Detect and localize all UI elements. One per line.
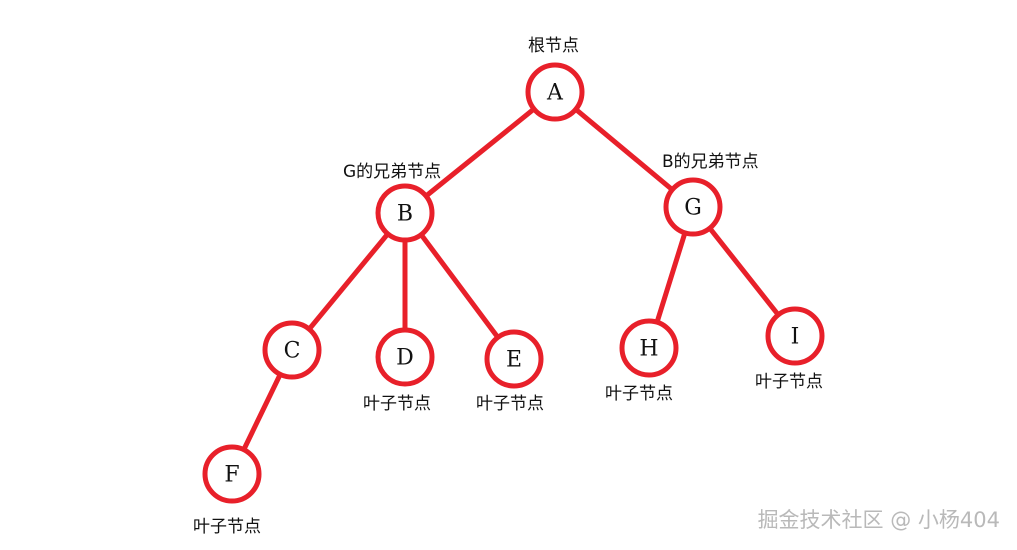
node-circle-g — [663, 177, 723, 237]
tree-node-c: C — [262, 320, 322, 380]
node-circle-h — [619, 318, 679, 378]
node-label-g: G — [684, 196, 702, 221]
tree-node-i: I — [765, 306, 825, 366]
node-circle-a — [525, 62, 585, 122]
edge-a-g — [552, 89, 696, 210]
node-label-h: H — [639, 337, 658, 362]
edge-b-e — [402, 210, 517, 362]
tree-node-a: A — [525, 62, 585, 122]
node-circle-c — [262, 320, 322, 380]
edge-b-c — [289, 210, 408, 353]
caption-sibling-b: G的兄弟节点 — [343, 162, 441, 182]
edge-a-b — [402, 89, 558, 216]
watermark: 掘金技术社区 @ 小杨404 — [758, 508, 1000, 532]
node-label-d: D — [396, 346, 414, 371]
node-circle-i — [765, 306, 825, 366]
node-circle-f — [202, 444, 262, 504]
caption-root-a: 根节点 — [528, 36, 579, 56]
tree-node-b: B — [375, 183, 435, 243]
caption-leaf-i: 叶子节点 — [755, 372, 823, 392]
tree-node-h: H — [619, 318, 679, 378]
tree-node-g: G — [663, 177, 723, 237]
node-label-c: C — [284, 339, 301, 364]
node-label-f: F — [224, 463, 239, 488]
tree-node-e: E — [484, 329, 544, 389]
tree-node-d: D — [375, 327, 435, 387]
tree-node-f: F — [202, 444, 262, 504]
node-circle-b — [375, 183, 435, 243]
caption-leaf-f: 叶子节点 — [193, 517, 261, 537]
caption-sibling-g: B的兄弟节点 — [662, 152, 759, 172]
node-label-e: E — [506, 348, 522, 373]
node-label-a: A — [546, 81, 564, 106]
caption-leaf-h: 叶子节点 — [605, 384, 673, 404]
node-circle-d — [375, 327, 435, 387]
node-label-i: I — [791, 325, 800, 350]
caption-leaf-e: 叶子节点 — [476, 394, 544, 414]
node-label-b: B — [397, 202, 413, 227]
caption-leaf-d: 叶子节点 — [363, 394, 431, 414]
edges — [229, 89, 798, 477]
node-circle-e — [484, 329, 544, 389]
